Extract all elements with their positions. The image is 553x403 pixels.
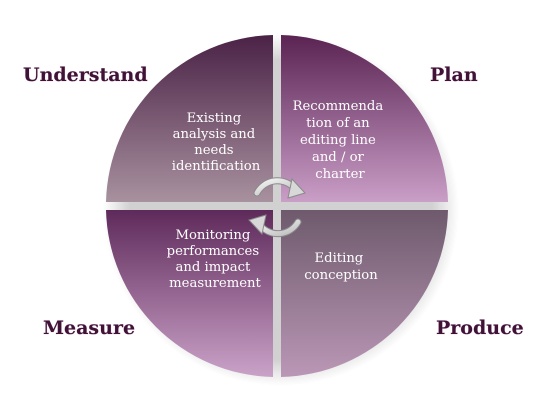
- text-line: Monitoring: [175, 228, 250, 243]
- text-line: Recommenda: [293, 99, 384, 114]
- text-line: charter: [315, 167, 365, 182]
- quadrant-plan: [281, 35, 448, 202]
- text-line: measurement: [169, 276, 261, 291]
- label-plan: Plan: [430, 64, 478, 86]
- label-produce: Produce: [436, 317, 524, 339]
- text-line: needs: [194, 143, 234, 158]
- text-line: Existing: [187, 111, 242, 126]
- text-line: Editing: [315, 251, 364, 266]
- text-line: and impact: [176, 260, 251, 275]
- label-understand: Understand: [23, 64, 148, 86]
- text-line: editing line: [300, 133, 376, 148]
- text-line: analysis and: [173, 127, 256, 142]
- text-line: conception: [304, 268, 378, 283]
- circular-arrows-icon: [248, 177, 306, 238]
- quadrant-understand-text: Existing analysis and needs identificati…: [172, 111, 261, 174]
- text-line: identification: [172, 159, 261, 174]
- quadrant-plan-text: Recommenda tion of an editing line and /…: [293, 99, 388, 182]
- quadrant-measure-text: Monitoring performances and impact measu…: [167, 228, 264, 291]
- text-line: and / or: [312, 150, 365, 165]
- label-measure: Measure: [43, 317, 135, 339]
- quadrant-produce-text: Editing conception: [304, 251, 378, 283]
- quadrant-produce: [281, 210, 448, 377]
- quadrant-understand: [106, 35, 273, 202]
- text-line: performances: [167, 244, 260, 259]
- text-line: tion of an: [306, 116, 370, 131]
- quadrant-measure: [106, 210, 273, 377]
